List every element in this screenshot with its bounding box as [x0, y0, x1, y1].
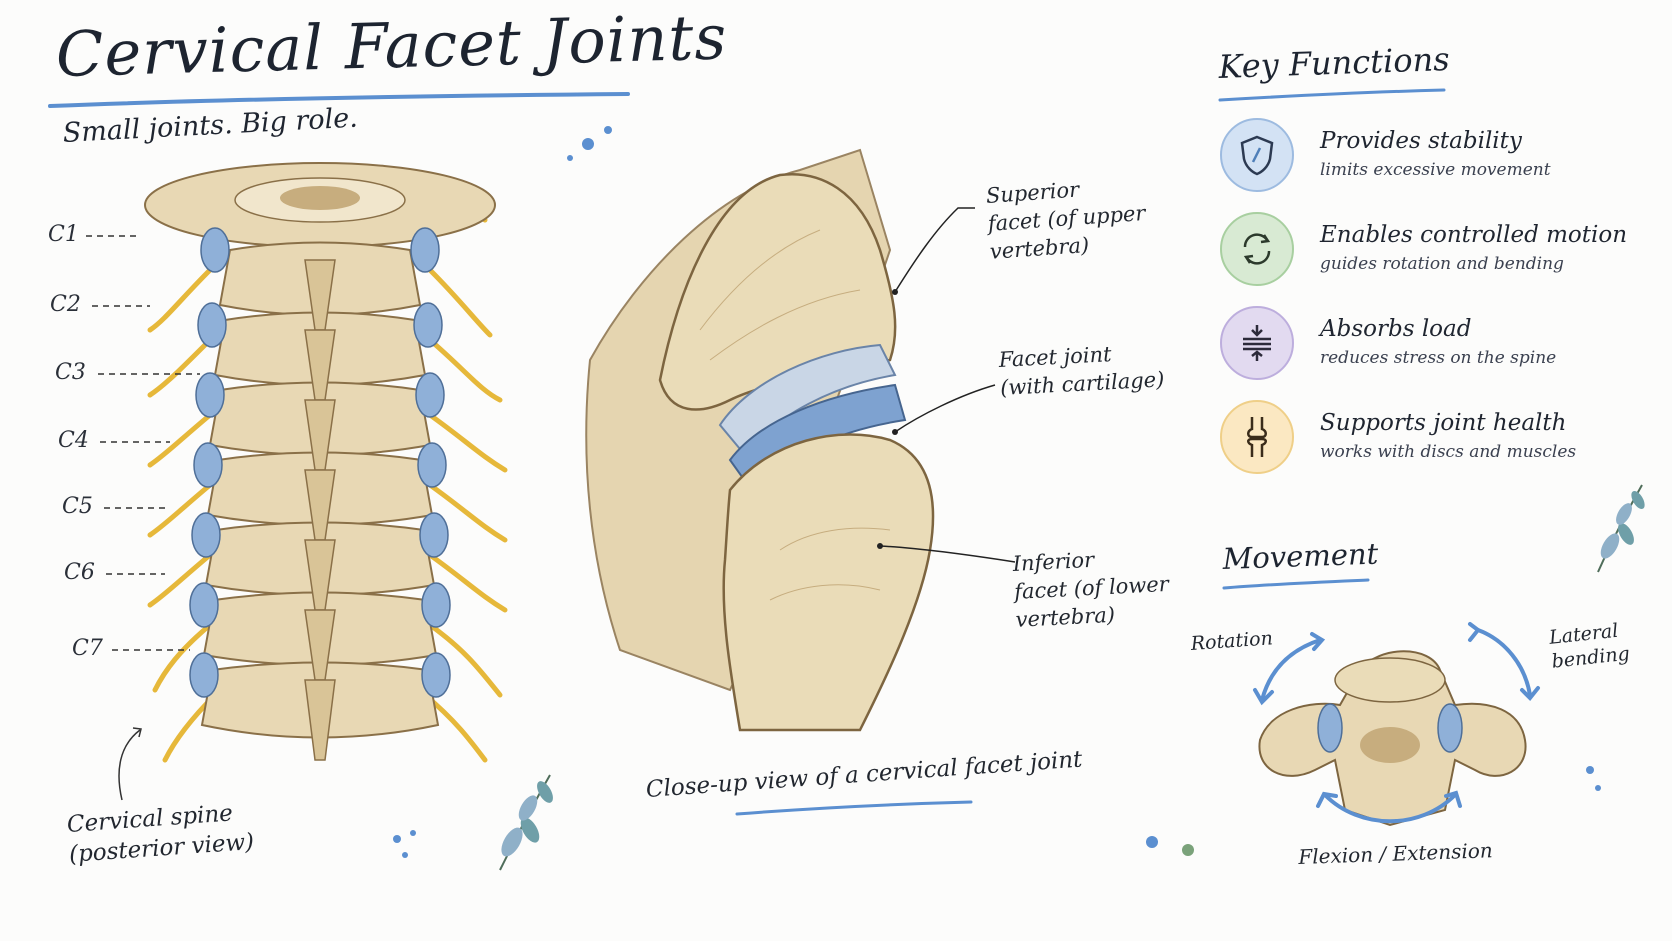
- function-item-load: Absorbs load reduces stress on the spine: [1220, 306, 1556, 380]
- shield-icon: [1220, 118, 1294, 192]
- level-label-c2: C2: [50, 292, 81, 317]
- knee-joint-icon: [1220, 400, 1294, 474]
- caption-underline: [735, 800, 973, 816]
- function-desc: limits excessive movement: [1320, 160, 1551, 180]
- spinal-nerves: [147, 177, 508, 763]
- vertebra-c1: [144, 162, 496, 248]
- level-label-c3: C3: [55, 360, 86, 385]
- level-label-c1: C1: [48, 222, 79, 247]
- level-label-c5: C5: [62, 494, 93, 519]
- decorative-dots: [393, 830, 416, 858]
- function-desc: reduces stress on the spine: [1320, 348, 1557, 368]
- title-underline: [48, 92, 630, 108]
- movement-underline: [1222, 578, 1370, 590]
- key-functions-underline: [1218, 88, 1446, 102]
- compression-icon: [1220, 306, 1294, 380]
- function-title: Supports joint health: [1320, 410, 1567, 436]
- facet-joints: [189, 227, 451, 698]
- movement-vertebra-illustration: [1258, 650, 1527, 827]
- leaf-sprig-icon: [499, 774, 553, 871]
- decorative-dots: [1146, 836, 1194, 856]
- function-item-stability: Provides stability limits excessive move…: [1220, 118, 1551, 192]
- function-title: Provides stability: [1320, 128, 1522, 154]
- function-item-motion: Enables controlled motion guides rotatio…: [1220, 212, 1627, 286]
- level-label-c6: C6: [64, 560, 95, 585]
- function-title: Enables controlled motion: [1320, 222, 1628, 248]
- function-desc: works with discs and muscles: [1320, 442, 1577, 462]
- facet-joint-closeup-illustration: [585, 148, 935, 732]
- spinous-processes: [304, 259, 336, 761]
- level-label-c4: C4: [58, 428, 89, 453]
- function-item-health: Supports joint health works with discs a…: [1220, 400, 1576, 474]
- cervical-spine-illustration: [144, 162, 508, 763]
- rotation-arrow-icon: [1260, 638, 1322, 702]
- decorative-dots: [567, 126, 612, 161]
- flexion-extension-arrow-icon: [1323, 793, 1457, 824]
- leaf-sprig-icon: [1597, 484, 1645, 573]
- rotation-arrows-icon: [1220, 212, 1294, 286]
- function-title: Absorbs load: [1320, 316, 1472, 342]
- level-label-c7: C7: [72, 636, 103, 661]
- lateral-bending-arrow-icon: [1476, 628, 1532, 697]
- decorative-dots: [1586, 766, 1601, 791]
- function-desc: guides rotation and bending: [1320, 254, 1564, 274]
